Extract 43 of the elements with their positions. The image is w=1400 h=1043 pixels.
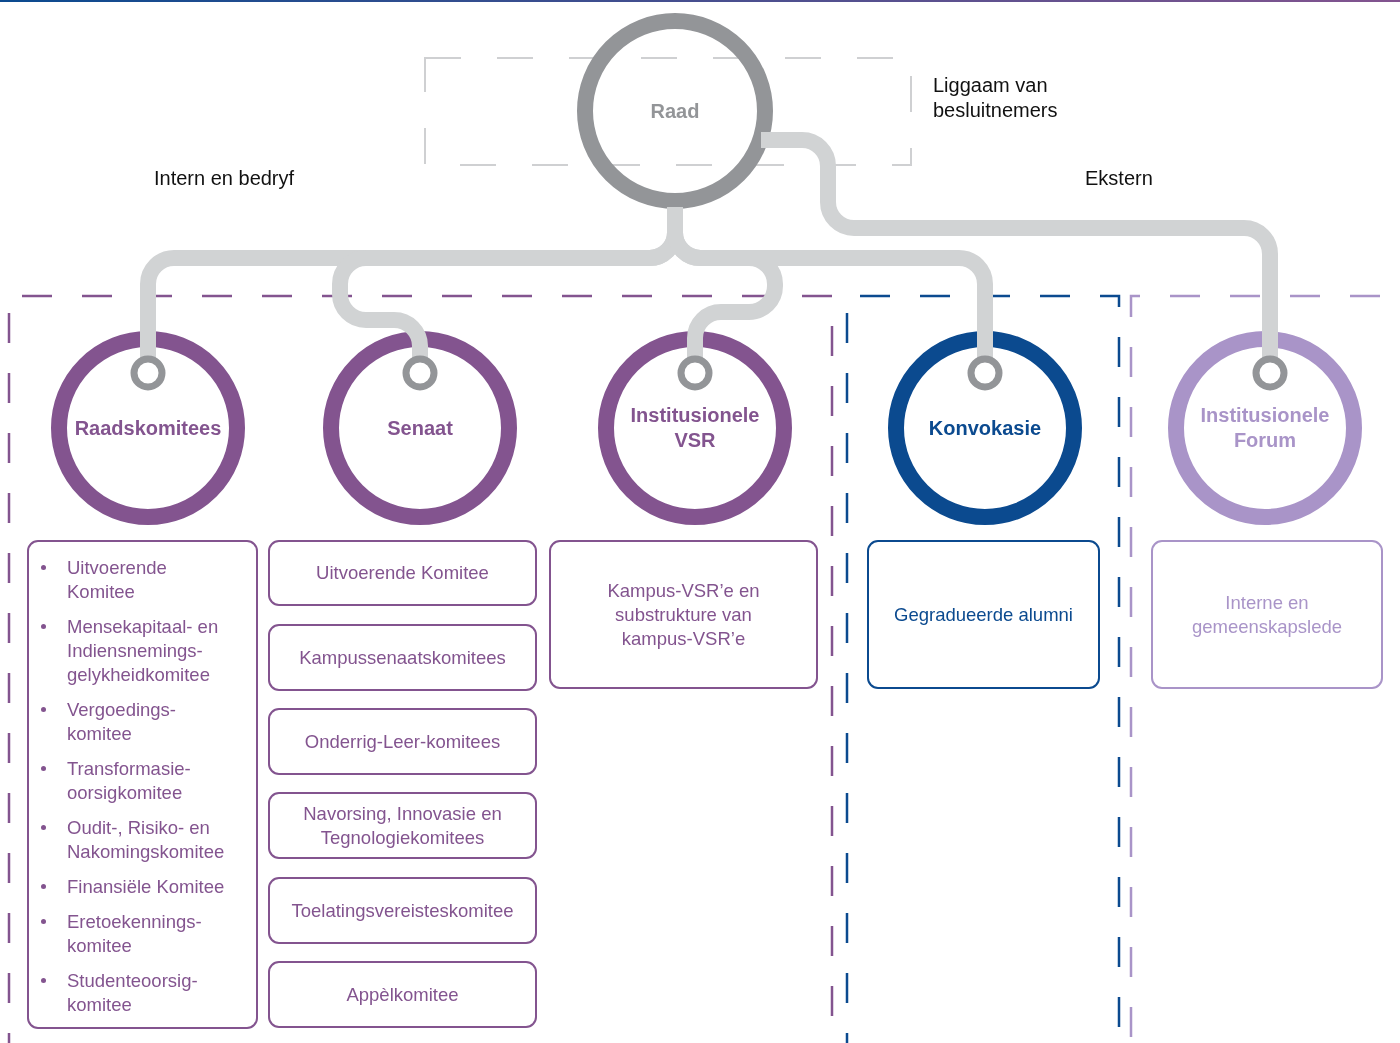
circle-node — [888, 331, 1082, 525]
circle-node — [1168, 331, 1362, 525]
node-label: Toelatingsvereisteskomitee — [291, 898, 514, 923]
committee-box — [268, 624, 537, 691]
list-item: Transformasie-oorsigkomitee — [67, 757, 192, 805]
node-label: Raadskomitees — [74, 415, 222, 441]
node-label: Institusionele VSR — [629, 403, 761, 453]
circle-node — [598, 331, 792, 525]
group-heading: Liggaam van besluitnemers — [933, 73, 1059, 123]
committee-box — [268, 877, 537, 944]
circle-node — [323, 331, 517, 525]
list-item: Studenteoorsig-komitee — [67, 969, 199, 1017]
committee-box — [268, 708, 537, 775]
list-item: Vergoedings-komitee — [67, 698, 178, 746]
node-label: Onderrig-Leer-komitees — [304, 729, 501, 754]
committee-box — [867, 540, 1100, 689]
node-label: Konvokasie — [928, 415, 1042, 441]
list-item: Uitvoerende Komitee — [67, 556, 168, 604]
list-item: Eretoekennings-komitee — [67, 910, 203, 958]
committee-box — [268, 961, 537, 1028]
circle-node — [51, 331, 245, 525]
committee-box — [549, 540, 818, 689]
committee-list-box — [27, 540, 258, 1029]
committee-box — [268, 792, 537, 859]
node-label: Interne en gemeenskapslede — [1190, 590, 1344, 639]
connector-pipe — [761, 132, 1288, 391]
node-label: Navorsing, Innovasie en Tegnologiekomitees — [302, 801, 503, 850]
group-heading: Ekstern — [1085, 166, 1153, 191]
node-label: Kampus-VSR’e en substrukture van kampus-VSR’e — [606, 578, 761, 651]
committee-box — [268, 540, 537, 606]
circle-node — [577, 13, 773, 209]
node-label: Institusionele Forum — [1199, 403, 1331, 453]
list-item: Oudit-, Risiko- en Nakomingskomitee — [67, 816, 226, 864]
node-label: Raad — [650, 98, 700, 124]
node-label: Uitvoerende Komitee — [316, 561, 489, 585]
node-label: Gegradueerde alumni — [894, 602, 1073, 627]
group-heading: Intern en bedryf — [154, 166, 295, 191]
node-label: Appèlkomitee — [346, 982, 459, 1007]
node-label: Kampussenaatskomitees — [299, 645, 506, 670]
list-item: Mensekapitaal- en Indiensnemings-gelykheidkomitee — [67, 615, 220, 687]
list-item: Finansiële Komitee — [67, 875, 225, 899]
committee-box — [1151, 540, 1383, 689]
node-label: Senaat — [387, 415, 453, 441]
